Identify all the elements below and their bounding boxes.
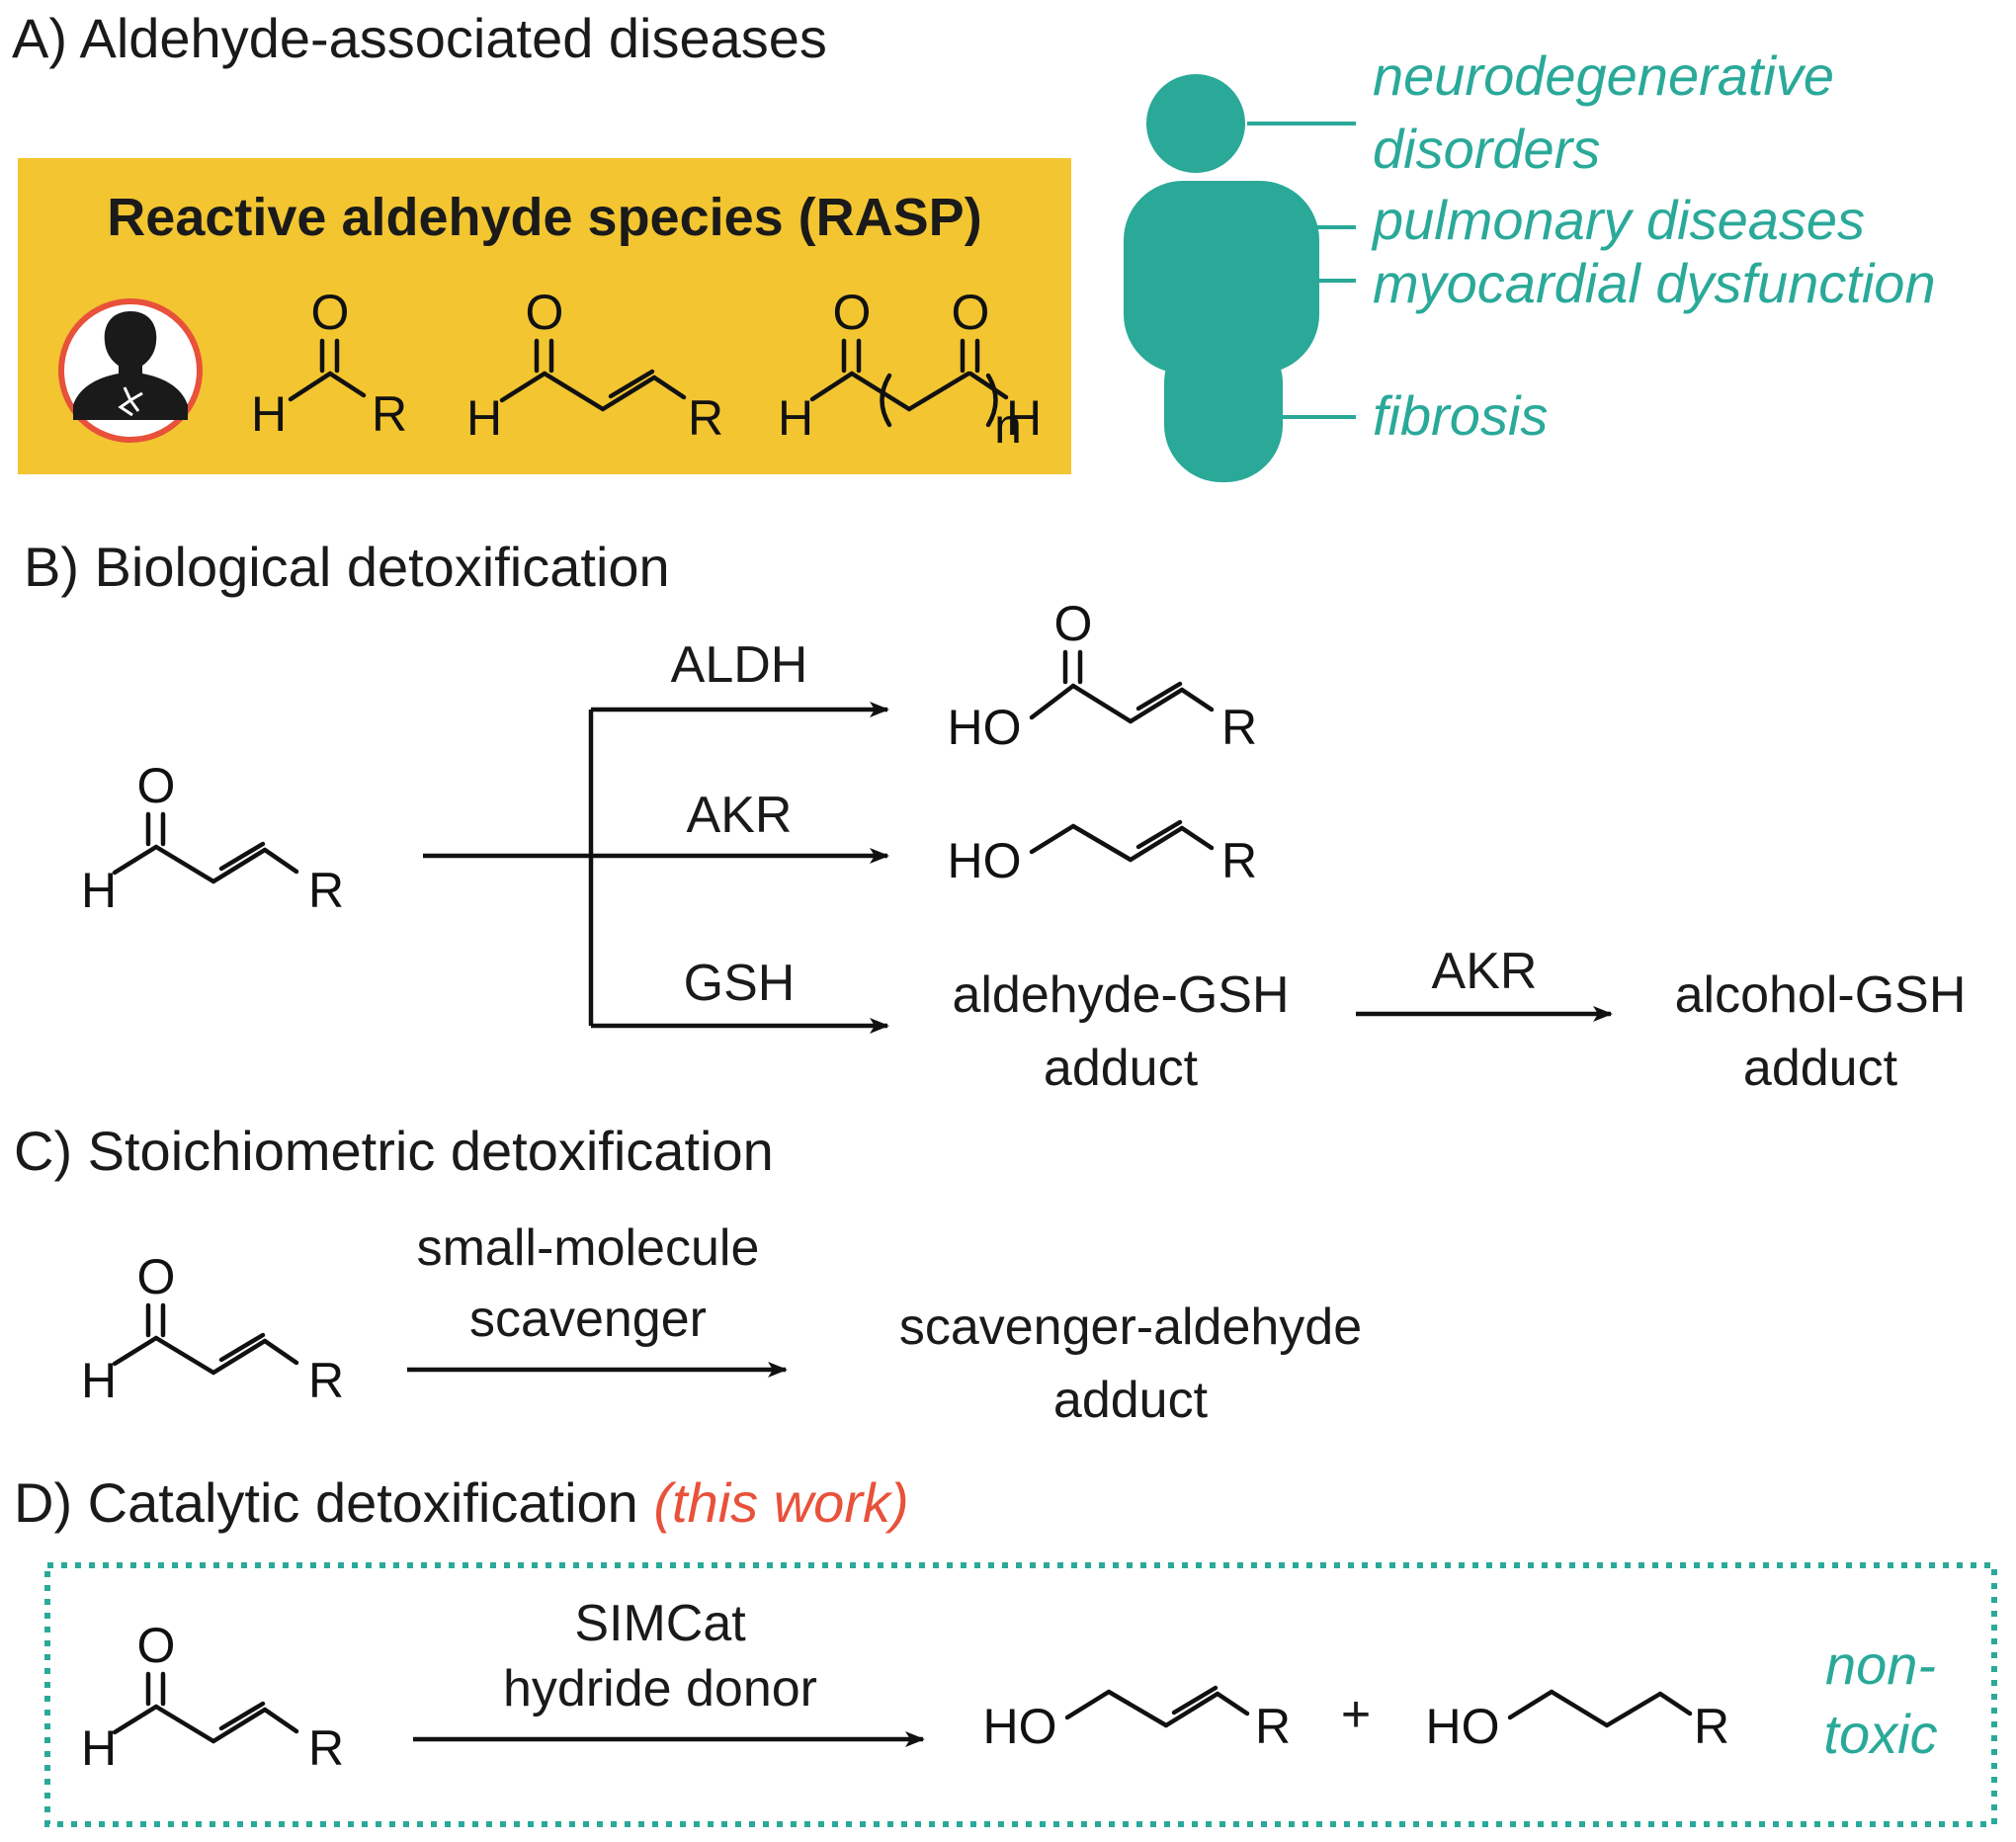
svg-text:O: O bbox=[526, 285, 564, 340]
svg-text:H: H bbox=[1006, 390, 1042, 446]
akr-second-label: AKR bbox=[1432, 943, 1538, 1000]
svg-text:R: R bbox=[1221, 700, 1257, 755]
this-work-box bbox=[44, 1562, 1997, 1827]
dialdehyde-structure: O H n O H bbox=[778, 285, 1042, 454]
alcohol-gsh-label: alcohol-GSH bbox=[1675, 966, 1967, 1024]
enal-substrate-c: O H R bbox=[81, 1249, 344, 1408]
acid-product: O HO R bbox=[948, 596, 1258, 755]
svg-text:O: O bbox=[137, 758, 176, 813]
scavenger-product-label-1: scavenger-aldehyde bbox=[899, 1298, 1362, 1356]
gsh-label: GSH bbox=[684, 955, 796, 1012]
enal-substrate-d: O H R bbox=[81, 1618, 344, 1776]
simcat-label: SIMCat bbox=[574, 1595, 746, 1652]
svg-text:O: O bbox=[311, 285, 350, 340]
disease-fibrosis: fibrosis bbox=[1373, 384, 1548, 447]
scavenger-product-label-2: adduct bbox=[1053, 1372, 1209, 1429]
akr-label: AKR bbox=[687, 787, 793, 844]
svg-text:H: H bbox=[81, 863, 117, 918]
disease-leader-lines bbox=[1247, 122, 1356, 419]
scavenger-reagent-label-2: scavenger bbox=[469, 1291, 707, 1348]
nontoxic-label-2: toxic bbox=[1823, 1703, 1937, 1765]
scavenger-reagent-label-1: small-molecule bbox=[417, 1219, 760, 1277]
panel-d-title: D) Catalytic detoxification (this work) bbox=[14, 1471, 909, 1534]
svg-text:R: R bbox=[308, 1353, 344, 1408]
allyl-alcohol-product-d: HO R bbox=[983, 1685, 1291, 1754]
alcohol-gsh-adduct-label: adduct bbox=[1743, 1040, 1898, 1097]
svg-text:R: R bbox=[308, 1720, 344, 1776]
disease-myocardial: myocardial dysfunction bbox=[1373, 252, 1936, 314]
svg-text:O: O bbox=[137, 1618, 176, 1673]
svg-text:HO: HO bbox=[1426, 1699, 1500, 1754]
rasp-box bbox=[18, 158, 1071, 474]
this-work-note: (this work) bbox=[653, 1471, 908, 1534]
panel-b-title: B) Biological detoxification bbox=[24, 536, 670, 598]
plus-sign: + bbox=[1341, 1686, 1371, 1743]
hydride-donor-label: hydride donor bbox=[503, 1660, 817, 1717]
aldehyde-gsh-label: aldehyde-GSH bbox=[952, 966, 1289, 1024]
disease-pulmonary: pulmonary diseases bbox=[1371, 189, 1865, 251]
panel-a-title: A) Aldehyde-associated diseases bbox=[12, 7, 827, 69]
disease-disorders: disorders bbox=[1373, 118, 1600, 180]
aldehyde-structure: O H R bbox=[251, 285, 407, 442]
toxic-hazard-icon bbox=[58, 298, 203, 443]
nontoxic-label-1: non- bbox=[1825, 1633, 1936, 1696]
allyl-alcohol-product: HO R bbox=[948, 819, 1257, 888]
svg-text:H: H bbox=[81, 1720, 117, 1776]
panel-c-title: C) Stoichiometric detoxification bbox=[14, 1120, 774, 1182]
svg-text:O: O bbox=[952, 285, 990, 340]
aldehyde-gsh-adduct-label: adduct bbox=[1044, 1040, 1199, 1097]
svg-text:HO: HO bbox=[948, 700, 1022, 755]
svg-text:R: R bbox=[308, 863, 344, 918]
enal-substrate-b: O H R bbox=[81, 758, 344, 918]
svg-text:R: R bbox=[1694, 1699, 1729, 1754]
svg-text:H: H bbox=[778, 390, 813, 446]
svg-text:O: O bbox=[137, 1249, 176, 1304]
enal-structure: O H R bbox=[466, 285, 723, 446]
svg-text:HO: HO bbox=[948, 833, 1022, 888]
svg-text:O: O bbox=[1054, 596, 1093, 651]
svg-text:HO: HO bbox=[983, 1699, 1057, 1754]
svg-text:H: H bbox=[251, 386, 287, 442]
aldh-label: ALDH bbox=[671, 636, 808, 694]
svg-text:R: R bbox=[1221, 833, 1257, 888]
svg-text:H: H bbox=[81, 1353, 117, 1408]
human-body-icon bbox=[1124, 74, 1319, 482]
svg-text:n: n bbox=[994, 398, 1022, 454]
svg-text:O: O bbox=[833, 285, 872, 340]
disease-neurodegenerative: neurodegenerative bbox=[1373, 44, 1834, 107]
branch-arrows bbox=[423, 702, 1613, 1034]
svg-text:R: R bbox=[1255, 1699, 1291, 1754]
svg-text:R: R bbox=[688, 390, 723, 446]
svg-text:H: H bbox=[466, 390, 502, 446]
saturated-alcohol-product: HO R bbox=[1426, 1689, 1729, 1754]
rasp-box-title: Reactive aldehyde species (RASP) bbox=[107, 188, 981, 247]
svg-text:R: R bbox=[372, 386, 407, 442]
